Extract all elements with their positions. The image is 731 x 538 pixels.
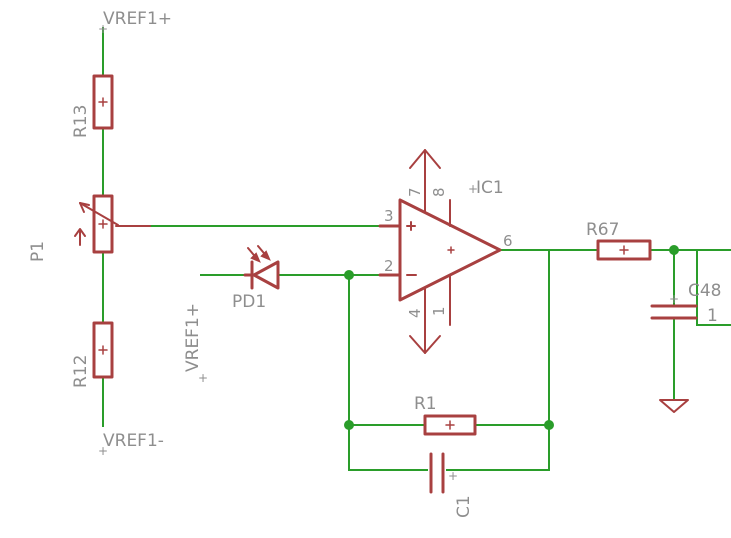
photodiode-pd1[interactable] [243, 245, 280, 290]
junction-rc-node [669, 245, 679, 255]
junction-r1-left [344, 420, 354, 430]
pin-number-4: 4 [406, 308, 424, 318]
label-p1: P1 [28, 241, 48, 262]
origin-marker-vref-side: + [198, 371, 208, 385]
opamp-ic1[interactable] [378, 149, 502, 354]
label-c48-pin: 1 [707, 306, 718, 326]
junction-in-minus [344, 270, 354, 280]
potentiometer-p1[interactable] [74, 194, 151, 254]
label-r67: R67 [586, 220, 619, 240]
label-c48: C48 [688, 281, 722, 301]
resistor-r67[interactable] [596, 239, 652, 261]
resistor-r12[interactable] [92, 321, 114, 379]
junctions [344, 245, 679, 430]
resistor-r13[interactable] [92, 74, 114, 130]
pin-number-6: 6 [503, 232, 513, 250]
junction-r1-right [544, 420, 554, 430]
capacitor-c1[interactable] [429, 452, 445, 494]
origin-markers: + + + + + + [98, 22, 679, 483]
pin-number-2: 2 [384, 257, 394, 275]
origin-marker-c48: + [669, 292, 679, 306]
label-ic1: IC1 [476, 178, 504, 198]
p1-adjust-arrow [79, 202, 119, 226]
pin-number-8: 8 [430, 187, 448, 197]
label-vref-bottom: VREF1- [103, 431, 164, 451]
labels: VREF1+ VREF1- R13 R12 P1 VREF1+ PD1 IC1 … [28, 9, 722, 518]
pin-number-1: 1 [430, 306, 448, 316]
label-r12: R12 [71, 355, 91, 388]
pin-numbers: 3 2 6 7 8 4 1 [384, 187, 513, 318]
wires [102, 27, 731, 471]
origin-marker-vref-top: + [98, 22, 108, 36]
origin-marker-vref-bottom: + [98, 444, 108, 458]
label-vref-side: VREF1+ [183, 303, 203, 372]
pin-number-7: 7 [406, 187, 424, 197]
label-r13: R13 [71, 105, 91, 138]
origin-marker-ic1: + [468, 182, 478, 196]
label-pd1: PD1 [232, 292, 266, 312]
origin-marker-c1: + [448, 469, 458, 483]
resistor-r1[interactable] [423, 414, 477, 436]
pin-number-3: 3 [384, 207, 394, 225]
label-c1: C1 [454, 495, 474, 518]
ground-symbol[interactable] [659, 399, 689, 413]
capacitor-c48[interactable] [650, 304, 698, 320]
label-vref-top: VREF1+ [103, 9, 172, 29]
label-r1: R1 [414, 394, 437, 414]
